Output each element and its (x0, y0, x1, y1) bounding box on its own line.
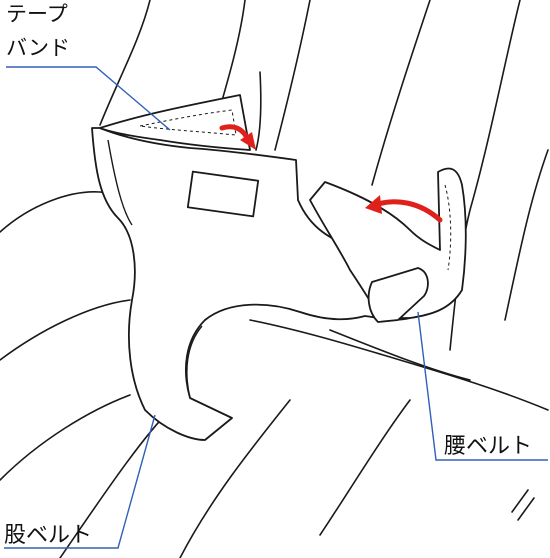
waist-belt-label: 腰ベルト (444, 434, 533, 459)
slash-mark (511, 489, 529, 513)
cushion-line (249, 319, 549, 411)
stitch-line (444, 184, 452, 271)
leader-tape-band (6, 66, 171, 131)
crotch-belt-label: 股ベルト (4, 523, 93, 548)
cushion-line (329, 329, 471, 381)
cushion-line (0, 299, 131, 361)
seat-line (371, 0, 431, 186)
seat-line (504, 149, 549, 321)
cushion-line (319, 399, 411, 536)
seat-line (255, 71, 262, 151)
crotch-belt-shape (91, 127, 431, 441)
waist-buckle-shape (367, 267, 429, 323)
leader-waist-belt (417, 311, 548, 461)
crotch-inner-line (186, 325, 203, 399)
cushion-line (0, 394, 131, 481)
slash-mark (517, 497, 535, 521)
cushion-line (179, 399, 291, 558)
arrow-tape-head (240, 132, 256, 150)
tape-band-label-line1: テープ (6, 2, 68, 26)
seam-line (107, 139, 133, 226)
tape-band-shape (99, 94, 251, 151)
tape-band-label-line2: バンド (6, 36, 71, 60)
leader-crotch-belt (4, 414, 156, 549)
seat-line (99, 0, 151, 126)
seat-line (274, 0, 311, 151)
belt-patch (186, 170, 260, 218)
arrow-waist-head (365, 195, 382, 214)
